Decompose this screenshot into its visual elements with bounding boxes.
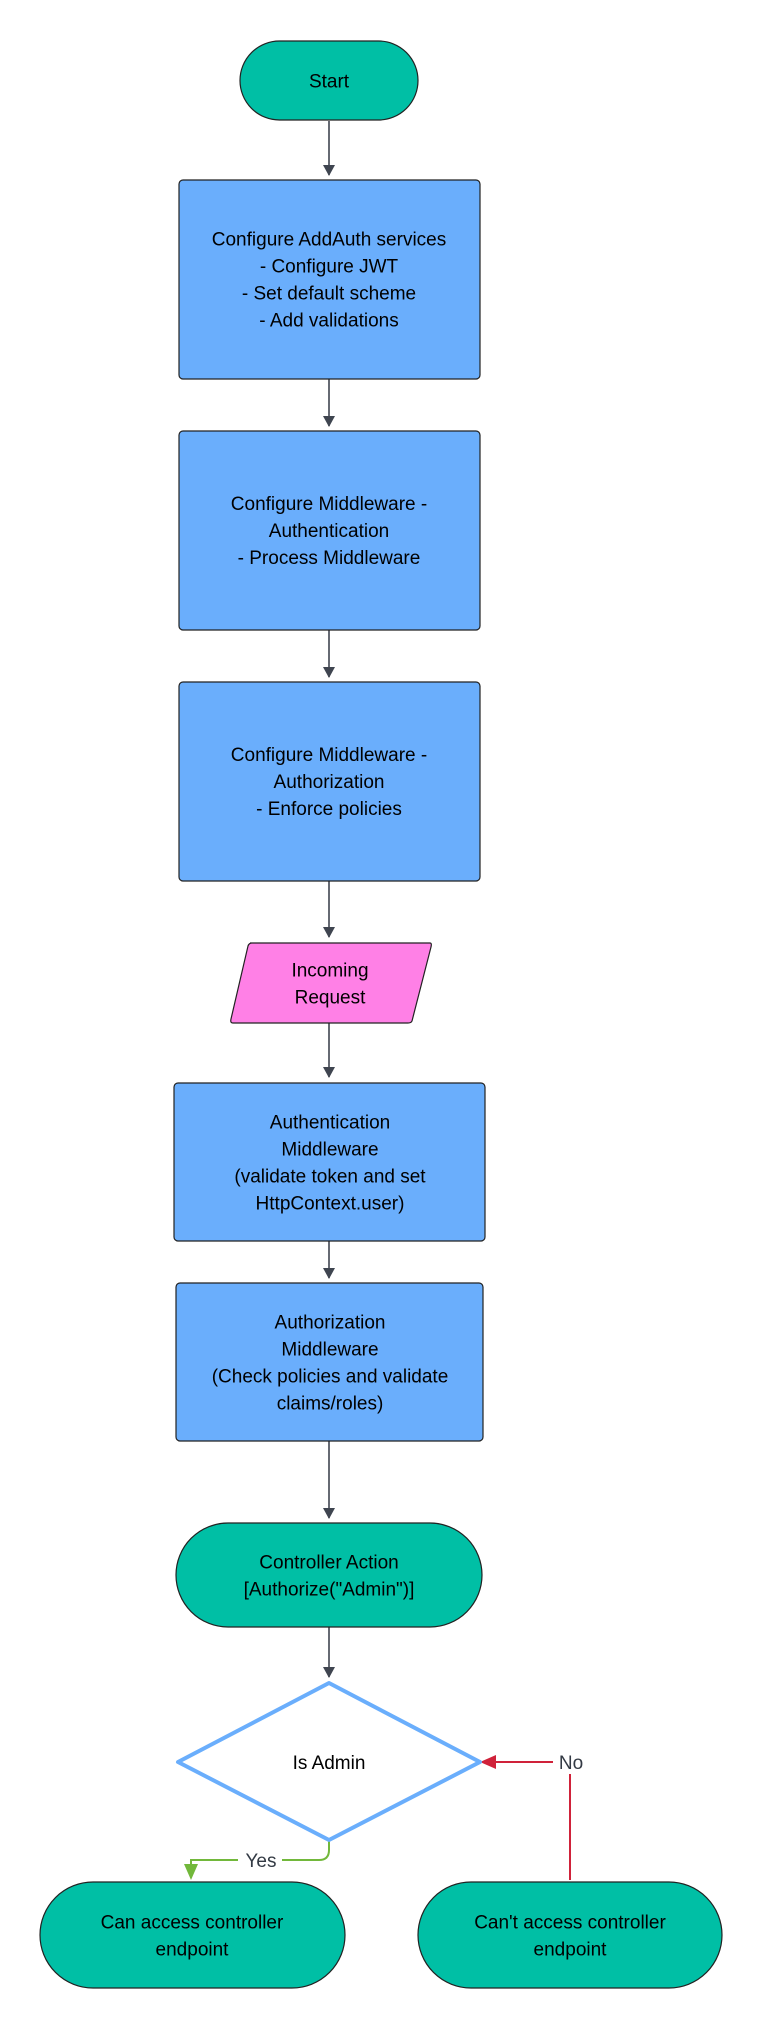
edges [184,121,571,1880]
yes-label-bg [238,1848,282,1872]
node-cant-access: Can't access controller endpoint [417,1881,723,1989]
node-is-admin: Is Admin [176,1681,482,1842]
node-start: Start [239,40,419,121]
is-admin-line: Is Admin [293,1753,366,1774]
can-access-line: Can access controller [101,1913,284,1934]
controller-action-line: Controller Action [259,1553,398,1574]
cant-access-label: Can't access controller endpoint [474,1913,666,1961]
incoming-request-line: Incoming [291,961,368,982]
authorization-middleware-line: claims/roles) [277,1394,384,1415]
configure-authorization-line: Configure Middleware - [231,745,427,766]
configure-authorization-line: - Enforce policies [256,799,402,820]
yes-label: Yes [246,1851,277,1872]
configure-addauth-label: Configure AddAuth services - Configure JW… [212,230,446,332]
authentication-middleware-process [173,1082,486,1242]
authorization-middleware-process [175,1282,484,1442]
start-terminator [239,40,419,121]
configure-addauth-line: Configure AddAuth services [212,230,446,251]
configure-authorization-process [178,681,481,882]
authentication-middleware-line: Middleware [281,1140,378,1161]
configure-authentication-line: Configure Middleware - [231,494,427,515]
authentication-middleware-line: HttpContext.user) [256,1194,405,1215]
configure-addauth-line: - Set default scheme [242,284,416,305]
no-label-bg [553,1750,589,1774]
edge-no [490,1761,571,1880]
controller-action-line: [Authorize("Admin")] [244,1580,415,1601]
configure-authentication-label: Configure Middleware - Authentication - Pr… [231,494,427,569]
cant-access-line: endpoint [534,1940,608,1961]
configure-authentication-process [178,430,481,631]
start-label: Start [309,72,350,93]
no-label: No [559,1753,583,1774]
node-configure-authentication: Configure Middleware - Authentication - Pr… [178,430,481,631]
can-access-label: Can access controller endpoint [101,1913,284,1961]
configure-addauth-process [178,179,481,380]
can-access-line: endpoint [156,1940,230,1961]
node-configure-addauth: Configure AddAuth services - Configure JW… [178,179,481,380]
edge-yes [190,1838,330,1878]
controller-action-terminator [175,1522,483,1628]
configure-addauth-line: - Configure JWT [260,257,399,278]
yes-arrowhead [184,1864,198,1880]
incoming-request-line: Request [295,988,366,1009]
can-access-terminator [39,1881,346,1989]
configure-authorization-line: Authorization [274,772,385,793]
configure-authentication-line: Authentication [269,521,389,542]
node-configure-authorization: Configure Middleware - Authorization - Enf… [178,681,481,882]
cant-access-terminator [417,1881,723,1989]
incoming-request-io [230,942,432,1024]
configure-addauth-line: - Add validations [259,311,398,332]
authorization-middleware-line: Authorization [275,1313,386,1334]
node-controller-action: Controller Action [Authorize("Admin")] [175,1522,483,1628]
authorization-middleware-line: (Check policies and validate [212,1367,449,1388]
configure-authentication-line: - Process Middleware [238,548,421,569]
is-admin-decision [176,1681,482,1842]
authentication-middleware-line: Authentication [270,1113,390,1134]
configure-authorization-label: Configure Middleware - Authorization - Enf… [231,745,427,820]
start-line: Start [309,72,350,93]
controller-action-label: Controller Action [Authorize("Admin")] [244,1553,415,1601]
authentication-middleware-line: (validate token and set [234,1167,426,1188]
cant-access-line: Can't access controller [474,1913,666,1934]
node-can-access: Can access controller endpoint [39,1881,346,1989]
is-admin-label: Is Admin [293,1753,366,1774]
authorization-middleware-line: Middleware [281,1340,378,1361]
no-arrowhead [480,1755,496,1769]
